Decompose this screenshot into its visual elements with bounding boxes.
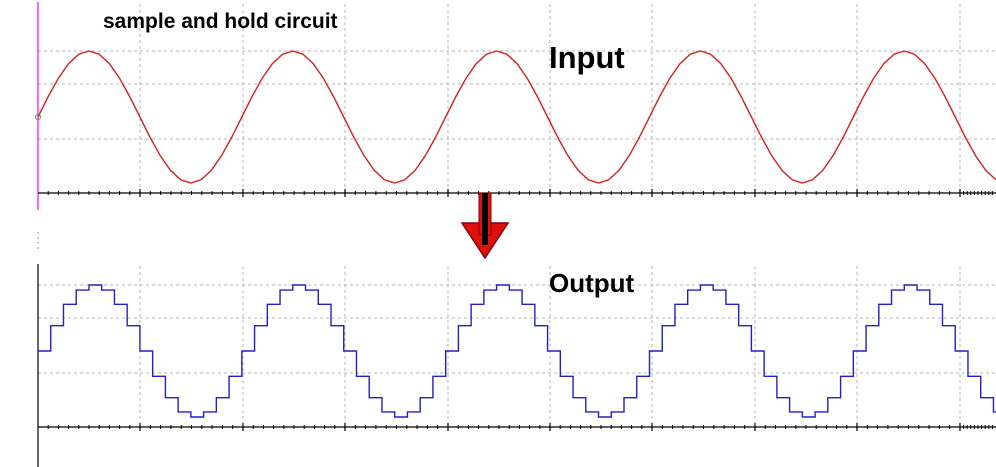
scope-panel-output bbox=[37, 264, 996, 467]
figure-title: sample and hold circuit bbox=[103, 10, 338, 33]
output-waveform-trace bbox=[38, 284, 996, 418]
down-arrow-icon bbox=[460, 192, 510, 260]
output-panel-label: Output bbox=[549, 268, 635, 298]
input-panel-label: Input bbox=[549, 40, 625, 75]
down-arrow-shaft bbox=[482, 193, 488, 245]
trigger-marker bbox=[35, 114, 41, 120]
scope-panel-input bbox=[35, 2, 996, 250]
input-waveform-trace bbox=[37, 50, 996, 184]
